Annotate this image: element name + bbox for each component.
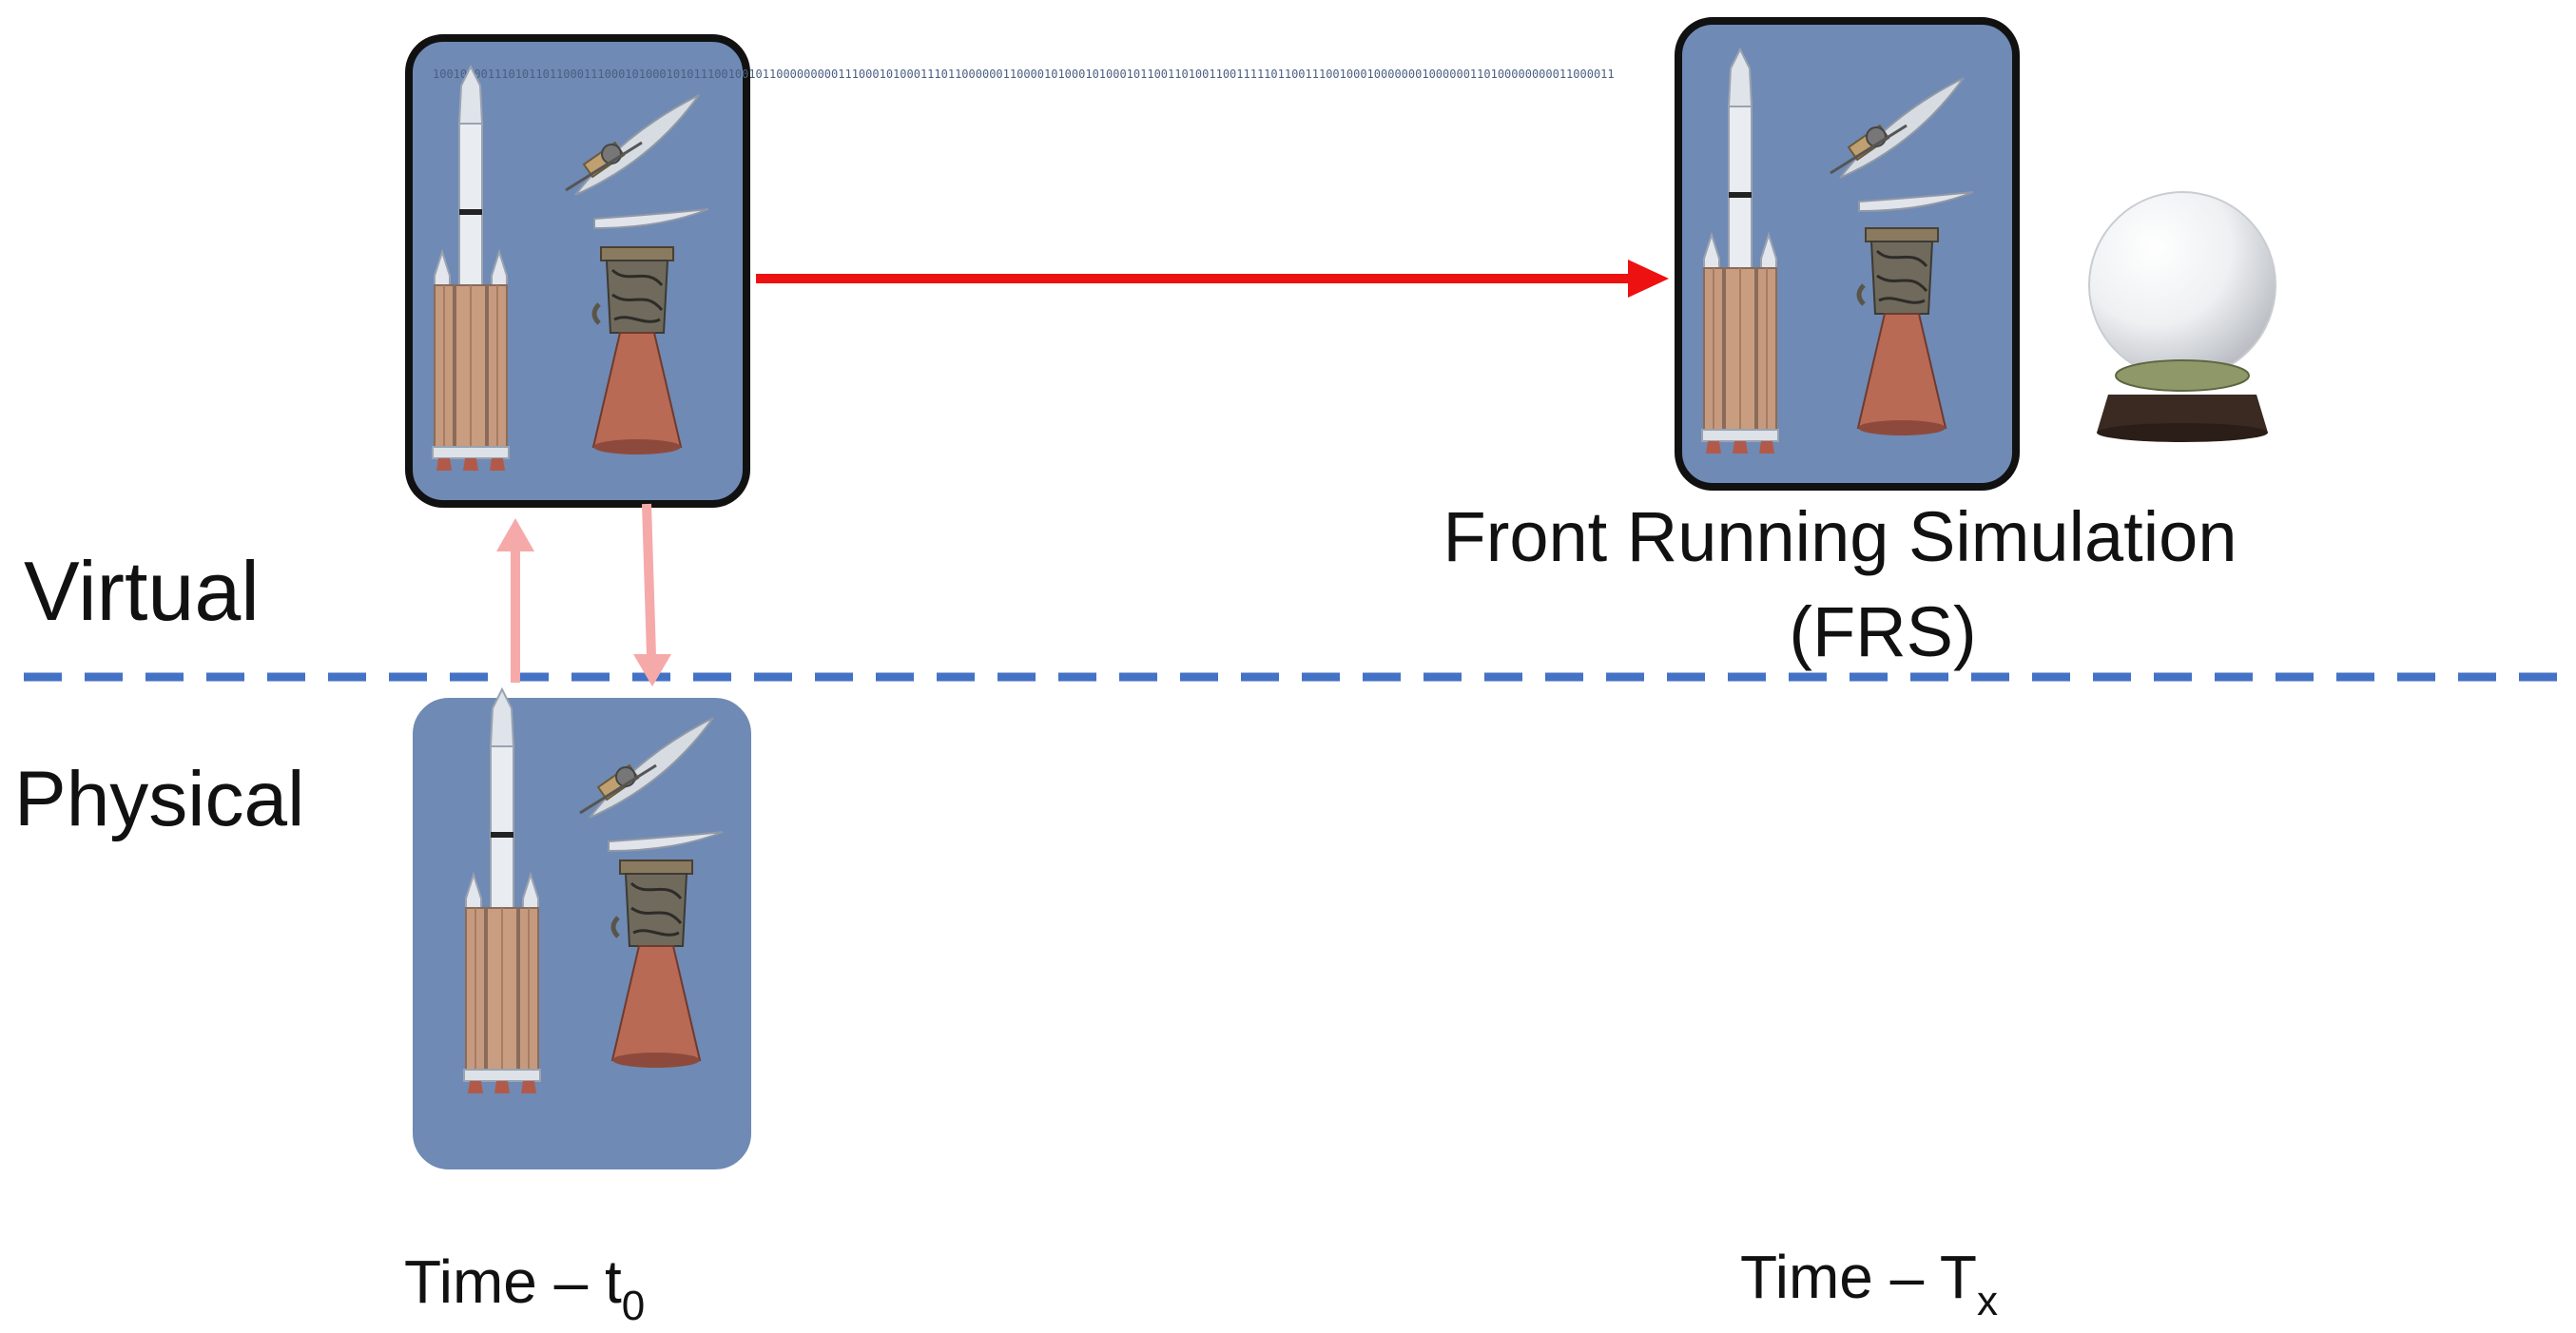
virtual-zone-label: Virtual bbox=[24, 544, 260, 638]
front-running-arrow bbox=[756, 260, 1669, 298]
time-tx-label: Time – Tx bbox=[1740, 1243, 1998, 1324]
binary-data-pattern: 1001010011101011011000111000101000101011… bbox=[433, 68, 1615, 81]
frs-title: Front Running Simulation bbox=[1443, 497, 2237, 576]
frs-abbreviation: (FRS) bbox=[1789, 592, 1976, 671]
virtual-to-physical-arrow bbox=[633, 503, 671, 686]
physical-to-virtual-arrow bbox=[496, 518, 534, 683]
physical-zone-label: Physical bbox=[14, 756, 304, 842]
physical-panel-t0 bbox=[409, 688, 755, 1173]
virtual-panel-t0: 1001010011101011011000111000101000101011… bbox=[405, 34, 1615, 508]
frs-panel-tx bbox=[1675, 17, 2020, 491]
time-t0-label: Time – t0 bbox=[404, 1247, 645, 1329]
crystal-ball-icon bbox=[2088, 191, 2276, 443]
